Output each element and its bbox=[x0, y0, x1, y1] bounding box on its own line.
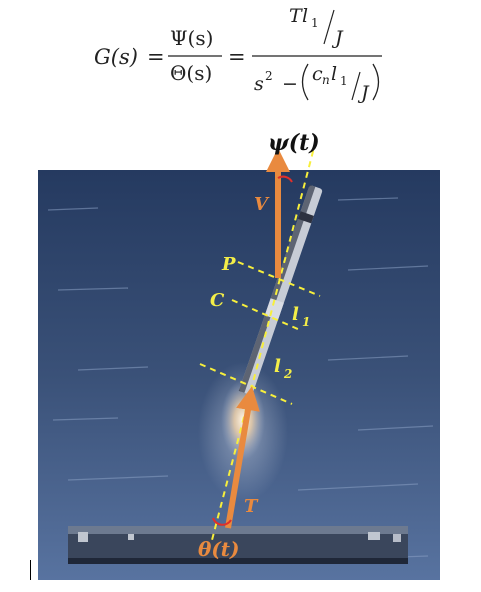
eq-den-paren-right bbox=[372, 63, 380, 101]
eq-equals-1: = bbox=[147, 45, 165, 69]
eq-den-s: s bbox=[254, 73, 264, 95]
eq-den-l-sub: 1 bbox=[340, 74, 348, 88]
eq-num-l: l bbox=[302, 5, 308, 27]
eq-num-slash bbox=[323, 9, 335, 45]
eq-num-sub: 1 bbox=[311, 16, 319, 30]
eq-den-l: l bbox=[331, 63, 337, 85]
eq-lhs: G(s) bbox=[94, 45, 138, 69]
landing-barge bbox=[68, 526, 408, 564]
eq-equals-2: = bbox=[228, 45, 246, 69]
eq-den-c: c bbox=[312, 63, 323, 85]
equation-svg: G(s) = Ψ(s) Θ(s) = T l 1 J s 2 − c n l 1… bbox=[94, 5, 382, 104]
transfer-function-equation: G(s) = Ψ(s) Θ(s) = T l 1 J s 2 − c n l 1… bbox=[0, 0, 481, 110]
eq-theta: Θ(s) bbox=[170, 61, 212, 85]
eq-den-J: J bbox=[357, 82, 370, 104]
rocket-photo bbox=[38, 170, 440, 580]
text-cursor bbox=[30, 560, 31, 580]
eq-num-J: J bbox=[331, 27, 344, 49]
eq-den-slash bbox=[351, 71, 361, 101]
eq-den-exp: 2 bbox=[265, 69, 273, 83]
psi-t-label: ψ(t) bbox=[268, 130, 320, 156]
eq-den-minus: − bbox=[282, 73, 298, 95]
eq-den-c-sub: n bbox=[322, 73, 330, 87]
photo-svg bbox=[38, 170, 440, 580]
eq-num-T: T bbox=[289, 5, 303, 27]
eq-den-paren-left bbox=[301, 63, 309, 101]
eq-psi: Ψ(s) bbox=[170, 26, 213, 50]
